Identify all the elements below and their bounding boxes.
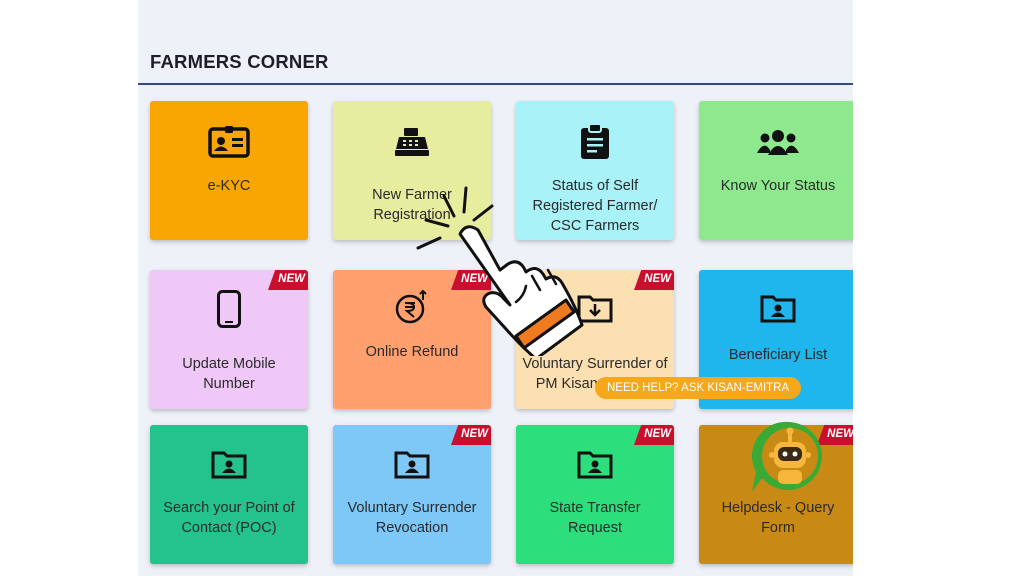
tile-update-mobile-number[interactable]: NEW Update Mobile Number [150,270,308,409]
tile-label: State Transfer Request [549,500,641,536]
new-badge: NEW [817,425,853,445]
mobile-icon [150,288,308,330]
new-badge: NEW [451,270,491,290]
tile-label: Helpdesk - Query Form [721,500,835,536]
folder-user-icon [150,443,308,485]
tile-label: Voluntary Surrender Revocation [347,500,477,536]
tile-label: e-KYC [207,178,251,194]
folder-user-icon [516,443,674,485]
new-badge: NEW [268,270,308,290]
new-badge: NEW [451,425,491,445]
id-card-icon [150,121,308,163]
tile-label: Online Refund [365,344,459,360]
pointing-hand-icon [408,186,588,361]
section-title: FARMERS CORNER [150,51,329,72]
new-badge: NEW [634,270,674,290]
tile-label: New Farmer Registration [372,187,452,223]
tile-helpdesk-query-form[interactable]: NEW Helpdesk - Query Form [699,425,853,564]
tile-search-poc[interactable]: Search your Point of Contact (POC) [150,425,308,564]
clipboard-icon [516,121,674,163]
tile-state-transfer-request[interactable]: NEW State Transfer Request [516,425,674,564]
tile-label: Status of Self Registered Farmer/ CSC Fa… [532,178,658,234]
tile-e-kyc[interactable]: e-KYC [150,101,308,240]
tile-label: Update Mobile Number [182,356,276,392]
chatbot-avatar-icon[interactable] [748,418,828,498]
tile-status-self-registered[interactable]: Status of Self Registered Farmer/ CSC Fa… [516,101,674,240]
tile-surrender-revocation[interactable]: NEW Voluntary Surrender Revocation [333,425,491,564]
new-badge: NEW [634,425,674,445]
folder-user-icon [699,287,853,329]
tile-online-refund[interactable]: NEW Online Refund [333,270,491,409]
rupee-refund-icon [333,286,491,328]
folder-user-icon [333,443,491,485]
tile-label: Know Your Status [720,178,836,194]
section-divider [138,83,853,85]
tile-label: Search your Point of Contact (POC) [163,500,295,536]
help-chat-prompt[interactable]: NEED HELP? ASK KISAN-EMITRA [595,377,802,399]
users-icon [699,121,853,163]
cash-register-icon [333,121,491,163]
tile-know-your-status[interactable]: Know Your Status [699,101,853,240]
tile-label: Beneficiary List [728,347,828,363]
tile-new-farmer-registration[interactable]: New Farmer Registration [333,101,491,240]
